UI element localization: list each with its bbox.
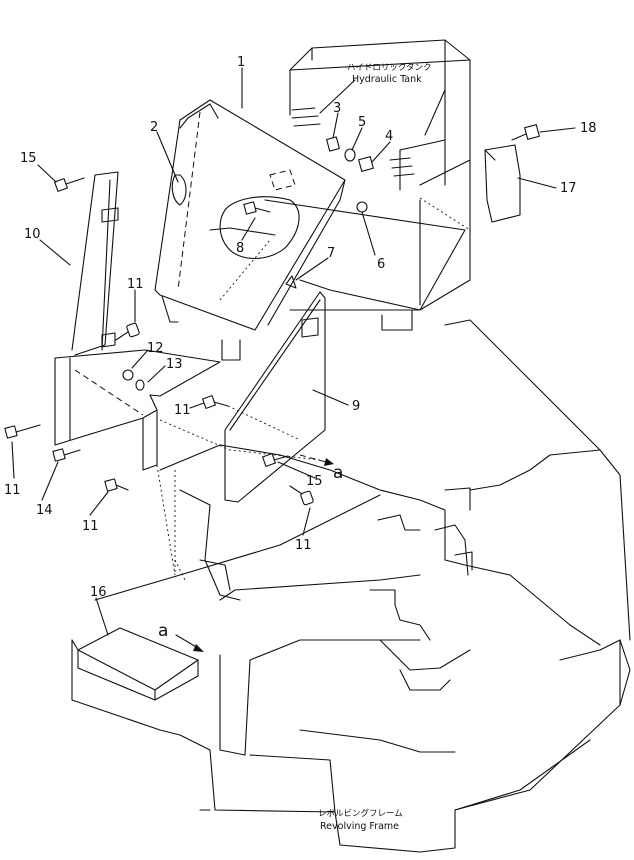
callout-5: 5 [358, 115, 366, 130]
bolt-18 [511, 124, 540, 141]
clip-7 [285, 275, 297, 289]
plate-9 [224, 291, 326, 503]
bolt-8 [243, 201, 271, 215]
callout-2: 2 [150, 120, 158, 135]
bolt-11-upper [115, 322, 140, 341]
bolt-11-lower [104, 478, 129, 492]
bolt-15-top [54, 177, 85, 192]
bolt-14 [52, 448, 81, 462]
callout-15-bottom: 15 [306, 474, 323, 489]
washer-13 [135, 379, 145, 391]
callout-6: 6 [377, 257, 385, 272]
view-arrow-a-left [175, 634, 204, 652]
callout-11-lower: 11 [82, 519, 99, 534]
callout-18: 18 [580, 121, 597, 136]
callout-1: 1 [237, 55, 245, 70]
view-mark-a-left: a [158, 621, 168, 641]
callout-10: 10 [24, 227, 41, 242]
revolving-frame [71, 239, 631, 853]
bolt-11-mid [202, 395, 301, 441]
fitting-3 [326, 136, 340, 152]
callout-13: 13 [166, 357, 183, 372]
nut-12 [122, 369, 134, 381]
callout-3: 3 [333, 101, 341, 116]
hydraulic-tank-label-jp: ハイドロリックタンク [347, 63, 432, 73]
bolt-15-bottom [262, 453, 289, 467]
callout-12: 12 [147, 341, 164, 356]
bolt-11-bottom [289, 485, 314, 506]
hydraulic-tank-label-en: Hydraulic Tank [352, 74, 422, 85]
tank-cover [154, 99, 346, 361]
callout-11-mid: 11 [174, 403, 191, 418]
callout-11-left: 11 [4, 483, 21, 498]
frame-structure [209, 199, 466, 311]
callout-7: 7 [327, 246, 335, 261]
plug-4 [358, 156, 374, 172]
callout-16: 16 [90, 585, 107, 600]
callout-11-bottom: 11 [295, 538, 312, 553]
callout-9: 9 [352, 399, 360, 414]
revolving-frame-label-jp: レボルビングフレーム [318, 808, 403, 819]
cover-17 [484, 144, 521, 223]
bracket-10 [54, 171, 221, 471]
callout-11-upper: 11 [127, 277, 144, 292]
callout-8: 8 [236, 241, 244, 256]
callout-17: 17 [560, 181, 577, 196]
callout-4: 4 [385, 129, 393, 144]
revolving-frame-label-en: Revolving Frame [320, 821, 399, 832]
view-arrow-a-right [299, 454, 334, 466]
view-mark-a-right: a [333, 463, 343, 483]
callout-15-top: 15 [20, 151, 37, 166]
leader-lines [11, 67, 576, 636]
plug-6 [356, 201, 368, 213]
callout-14: 14 [36, 503, 53, 518]
washer-5 [344, 148, 356, 162]
cover-box-16 [71, 627, 199, 701]
bolt-11-left [4, 424, 41, 439]
